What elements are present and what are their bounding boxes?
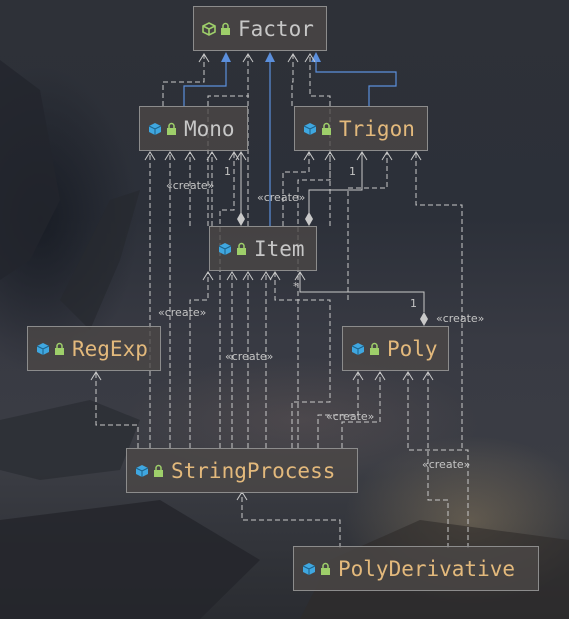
class-icon <box>36 342 50 355</box>
regexp-node[interactable]: RegExp <box>27 326 161 371</box>
poly-derivative-node[interactable]: PolyDerivative <box>293 546 539 591</box>
create-label: «create» <box>257 191 306 204</box>
composition-arrowheads <box>235 151 368 281</box>
class-icon <box>148 122 162 135</box>
lock-icon <box>321 562 330 575</box>
item-node[interactable]: Item <box>209 226 317 271</box>
multiplicity-label: 1 <box>410 297 417 310</box>
class-icon <box>303 122 317 135</box>
lock-icon <box>221 22 230 35</box>
class-name: StringProcess <box>171 458 336 483</box>
class-icon <box>135 464 149 477</box>
class-name: RegExp <box>72 336 148 361</box>
mono-node[interactable]: Mono <box>139 106 248 151</box>
multiplicity-label: 1 <box>349 165 356 178</box>
lock-icon <box>322 122 331 135</box>
composition-diamonds <box>237 212 428 326</box>
multiplicity-label: * <box>293 280 299 293</box>
lock-icon <box>370 342 379 355</box>
lock-icon <box>55 342 64 355</box>
lock-icon <box>237 242 246 255</box>
lock-icon <box>154 464 163 477</box>
multiplicity-label: 1 <box>224 165 231 178</box>
string-process-node[interactable]: StringProcess <box>126 448 358 493</box>
composition-edges <box>240 152 425 312</box>
dependency-edges <box>95 54 469 548</box>
create-label: «create» <box>158 306 207 319</box>
class-name: Poly <box>387 336 438 361</box>
class-name: PolyDerivative <box>338 556 516 581</box>
create-label: «create» <box>225 350 274 363</box>
class-name: Trigon <box>339 116 415 141</box>
create-label: «create» <box>436 312 485 325</box>
create-label: «create» <box>326 410 375 423</box>
class-name: Mono <box>184 116 235 141</box>
class-name: Item <box>254 236 305 261</box>
dependency-arrowheads <box>90 53 434 501</box>
factor-node[interactable]: Factor <box>193 6 327 51</box>
class-name: Factor <box>238 16 314 41</box>
realization-edges <box>183 60 397 226</box>
poly-node[interactable]: Poly <box>342 326 449 371</box>
trigon-node[interactable]: Trigon <box>294 106 428 151</box>
class-icon <box>351 342 365 355</box>
class-icon <box>218 242 232 255</box>
create-label: «create» <box>166 179 215 192</box>
class-icon <box>302 562 316 575</box>
lock-icon <box>167 122 176 135</box>
create-label: «create» <box>422 458 471 471</box>
interface-icon <box>202 21 216 36</box>
